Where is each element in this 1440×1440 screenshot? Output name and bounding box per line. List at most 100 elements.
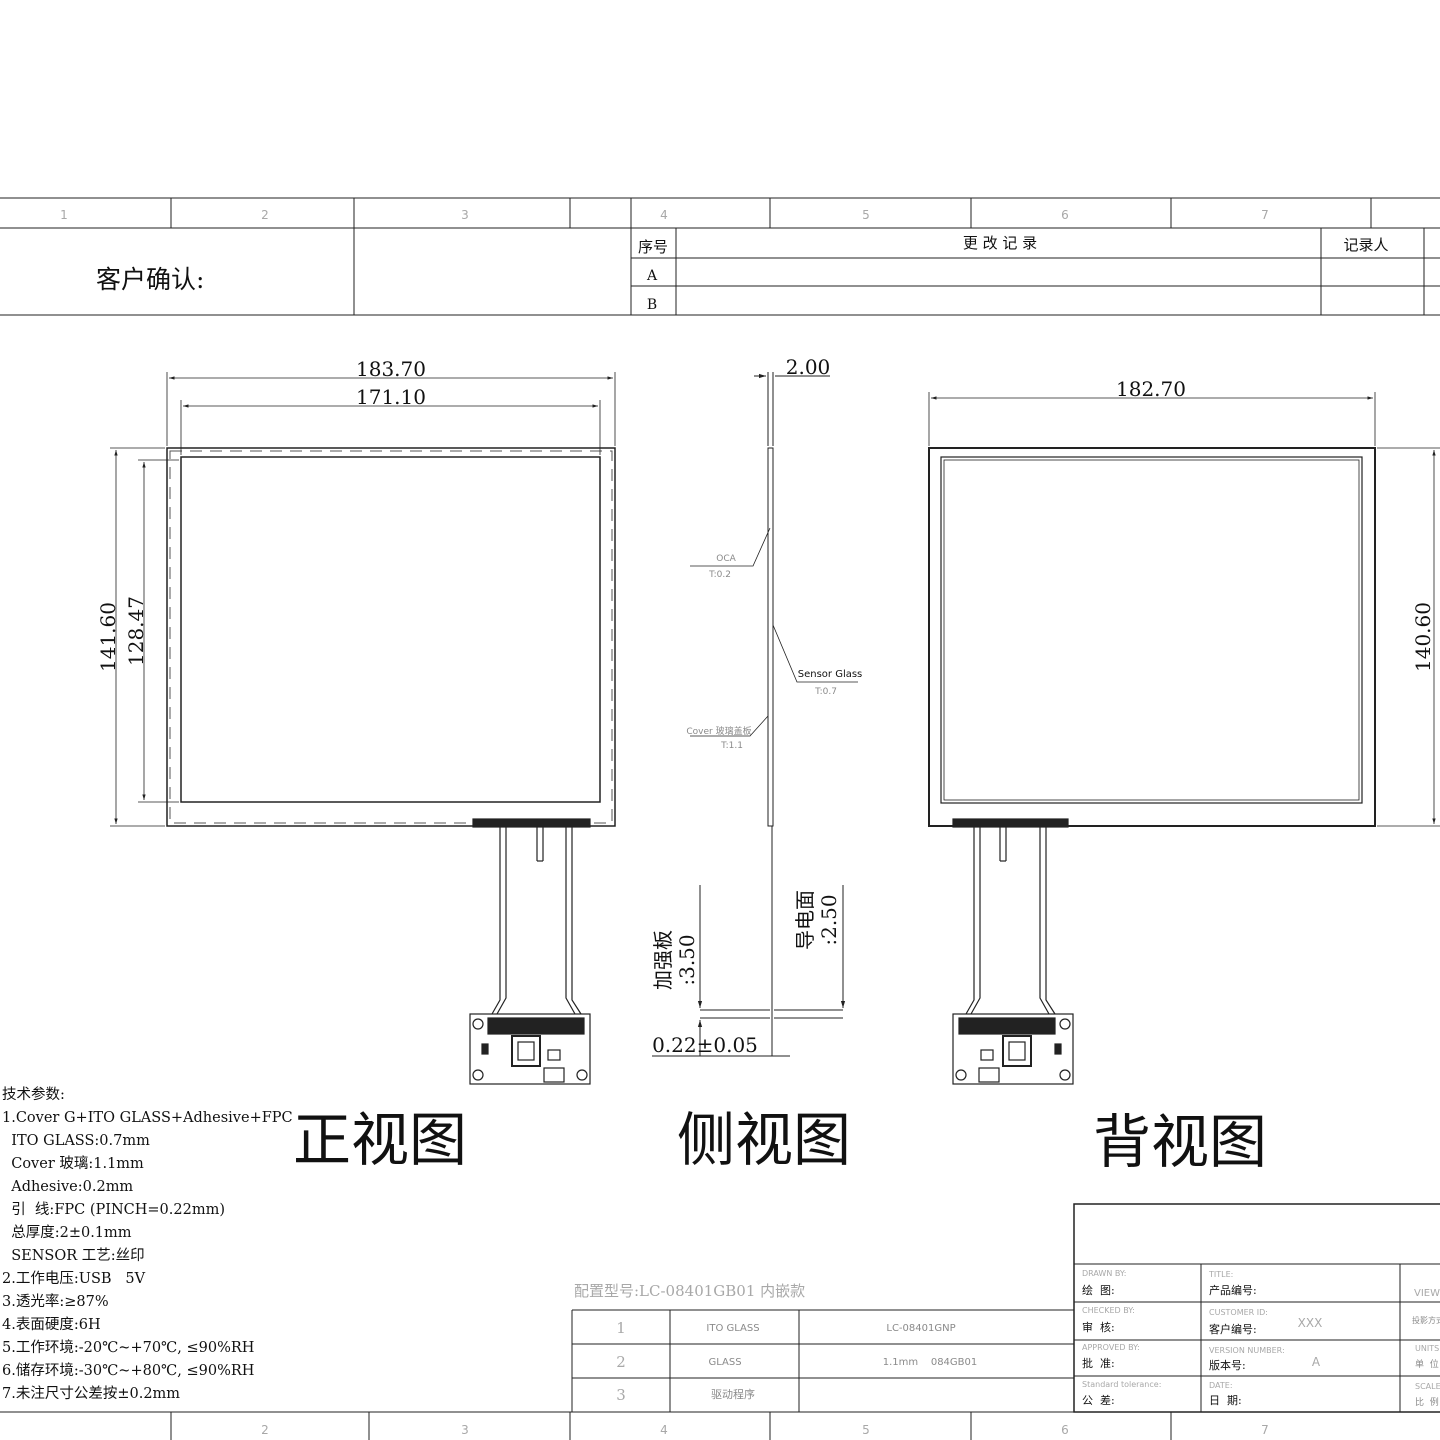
zone-bottom-2: 2 xyxy=(261,1423,269,1437)
scale-en: SCALE xyxy=(1415,1382,1440,1391)
bom-row-2-item: GLASS xyxy=(708,1357,741,1368)
tech-spec-line: 7.未注尺寸公差按±0.2mm xyxy=(2,1386,181,1402)
customer-id-cn: 客户编号: xyxy=(1209,1322,1257,1336)
bom-row-1-item: ITO GLASS xyxy=(706,1323,759,1334)
front-view-title: 正视图 xyxy=(293,1106,467,1174)
bom-row-1-spec: LC-08401GNP xyxy=(886,1323,955,1334)
tech-spec-line: 3.透光率:≥87% xyxy=(2,1294,109,1310)
sensor-glass-label: Sensor Glass xyxy=(798,669,863,680)
back-view-title: 背视图 xyxy=(1093,1108,1267,1176)
tech-specs-heading: 技术参数: xyxy=(2,1087,65,1103)
title-en: TITLE: xyxy=(1208,1270,1233,1279)
stiffener-label: 加强板 xyxy=(651,930,675,990)
tolerance-en: Standard tolerance: xyxy=(1082,1380,1161,1389)
units-en: UNITS xyxy=(1415,1344,1439,1353)
front-fpc-tail xyxy=(472,818,591,1015)
conductive-label: 导电面 xyxy=(793,890,817,950)
units-cn: 单 位 xyxy=(1415,1358,1439,1370)
bom-table xyxy=(571,1309,1074,1412)
bom-row-3-no: 3 xyxy=(616,1386,626,1404)
zone-bottom-5: 5 xyxy=(862,1423,870,1437)
tech-spec-line: Cover 玻璃:1.1mm xyxy=(2,1156,144,1172)
view-en: VIEW: xyxy=(1414,1288,1440,1299)
side-view: 2.00 OCA T:0.2 Sensor Glass T:0.7 Cover … xyxy=(651,355,862,1057)
checked-by-en: CHECKED BY: xyxy=(1082,1306,1135,1315)
view-cn: 投影方式 xyxy=(1412,1315,1440,1325)
change-record-header: 更 改 记 录 xyxy=(963,234,1037,252)
back-active-area xyxy=(940,456,1363,804)
back-outer-glass xyxy=(928,447,1376,827)
stiffener-value: :3.50 xyxy=(675,934,699,985)
recorder-header: 记录人 xyxy=(1343,236,1388,254)
back-fpc-tail xyxy=(952,818,1069,1015)
side-view-title: 侧视图 xyxy=(677,1106,851,1174)
tech-spec-line: 2.工作电压:USB 5V xyxy=(2,1271,146,1287)
tech-spec-line: 5.工作环境:-20℃~+70℃, ≤90%RH xyxy=(2,1340,255,1356)
tech-spec-line: SENSOR 工艺:丝印 xyxy=(2,1248,145,1264)
zone-bottom-6: 6 xyxy=(1061,1423,1069,1437)
zone-top-7: 7 xyxy=(1261,208,1269,222)
customer-confirm-label: 客户确认: xyxy=(96,265,204,294)
back-height: 140.60 xyxy=(1411,602,1435,672)
drawn-by-cn: 绘 图: xyxy=(1082,1283,1115,1297)
front-vision-area xyxy=(169,450,613,824)
front-outer-glass xyxy=(166,447,616,827)
change-record-table xyxy=(0,228,1440,316)
zone-top-3: 3 xyxy=(461,208,469,222)
fpc-thickness: 0.22±0.05 xyxy=(652,1033,758,1057)
checked-by-cn: 审 核: xyxy=(1082,1320,1115,1334)
date-en: DATE: xyxy=(1209,1381,1233,1390)
version-value: A xyxy=(1312,1355,1321,1369)
approved-by-cn: 批 准: xyxy=(1082,1356,1115,1370)
zone-top-6: 6 xyxy=(1061,208,1069,222)
front-controller-board xyxy=(469,1013,591,1085)
front-outer-width: 183.70 xyxy=(356,357,426,381)
customer-id-en: CUSTOMER ID: xyxy=(1209,1308,1268,1317)
zone-top-4: 4 xyxy=(660,208,668,222)
config-model: 配置型号:LC-08401GB01 内嵌款 xyxy=(574,1282,805,1300)
back-view: 182.70 140.60 xyxy=(928,377,1440,1085)
zone-bottom-3: 3 xyxy=(461,1423,469,1437)
tech-spec-line: 6.储存环境:-30℃~+80℃, ≤90%RH xyxy=(2,1363,255,1379)
tech-spec-line: 总厚度:2±0.1mm xyxy=(2,1225,132,1241)
front-outer-height: 141.60 xyxy=(96,602,120,672)
version-en: VERSION NUMBER: xyxy=(1209,1346,1285,1355)
bom-row-2-no: 2 xyxy=(616,1353,626,1371)
tech-spec-line: 1.Cover G+ITO GLASS+Adhesive+FPC xyxy=(2,1110,293,1126)
drawn-by-en: DRAWN BY: xyxy=(1082,1269,1126,1278)
change-row-b: B xyxy=(647,297,657,313)
back-width: 182.70 xyxy=(1116,377,1186,401)
top-zone-strip xyxy=(0,197,1440,229)
side-thickness: 2.00 xyxy=(786,355,831,379)
version-cn: 版本号: xyxy=(1209,1358,1246,1372)
scale-cn: 比 例 xyxy=(1415,1396,1439,1408)
side-glass-stack xyxy=(767,447,774,827)
change-row-a: A xyxy=(646,268,658,284)
oca-thickness: T:0.2 xyxy=(708,570,731,580)
sensor-glass-thickness: T:0.7 xyxy=(814,687,837,697)
tech-spec-line: Adhesive:0.2mm xyxy=(2,1179,134,1195)
seq-header: 序号 xyxy=(638,238,668,256)
zone-bottom-4: 4 xyxy=(660,1423,668,1437)
product-no-cn: 产品编号: xyxy=(1209,1283,1257,1297)
tech-spec-line: ITO GLASS:0.7mm xyxy=(2,1133,150,1149)
zone-top-5: 5 xyxy=(862,208,870,222)
front-view: 183.70 171.10 141.60 128.47 xyxy=(96,357,616,1085)
oca-label: OCA xyxy=(716,554,736,564)
tech-spec-line: 4.表面硬度:6H xyxy=(2,1317,101,1333)
bom-row-1-no: 1 xyxy=(616,1319,626,1337)
bottom-zone-strip xyxy=(0,1411,1440,1440)
zone-bottom-7: 7 xyxy=(1261,1423,1269,1437)
tech-specs: 技术参数: 1.Cover G+ITO GLASS+Adhesive+FPC I… xyxy=(2,1084,302,1406)
bom-row-3-item: 驱动程序 xyxy=(711,1387,755,1401)
front-inner-height: 128.47 xyxy=(124,596,148,666)
approved-by-en: APPROVED BY: xyxy=(1082,1343,1140,1352)
back-controller-board xyxy=(952,1013,1074,1085)
front-active-area xyxy=(180,456,601,803)
date-cn: 日 期: xyxy=(1209,1394,1242,1407)
conductive-value: :2.50 xyxy=(817,894,841,945)
cover-glass-label: Cover 玻璃盖板 xyxy=(686,725,751,737)
cover-glass-thickness: T:1.1 xyxy=(720,741,743,751)
zone-top-2: 2 xyxy=(261,208,269,222)
